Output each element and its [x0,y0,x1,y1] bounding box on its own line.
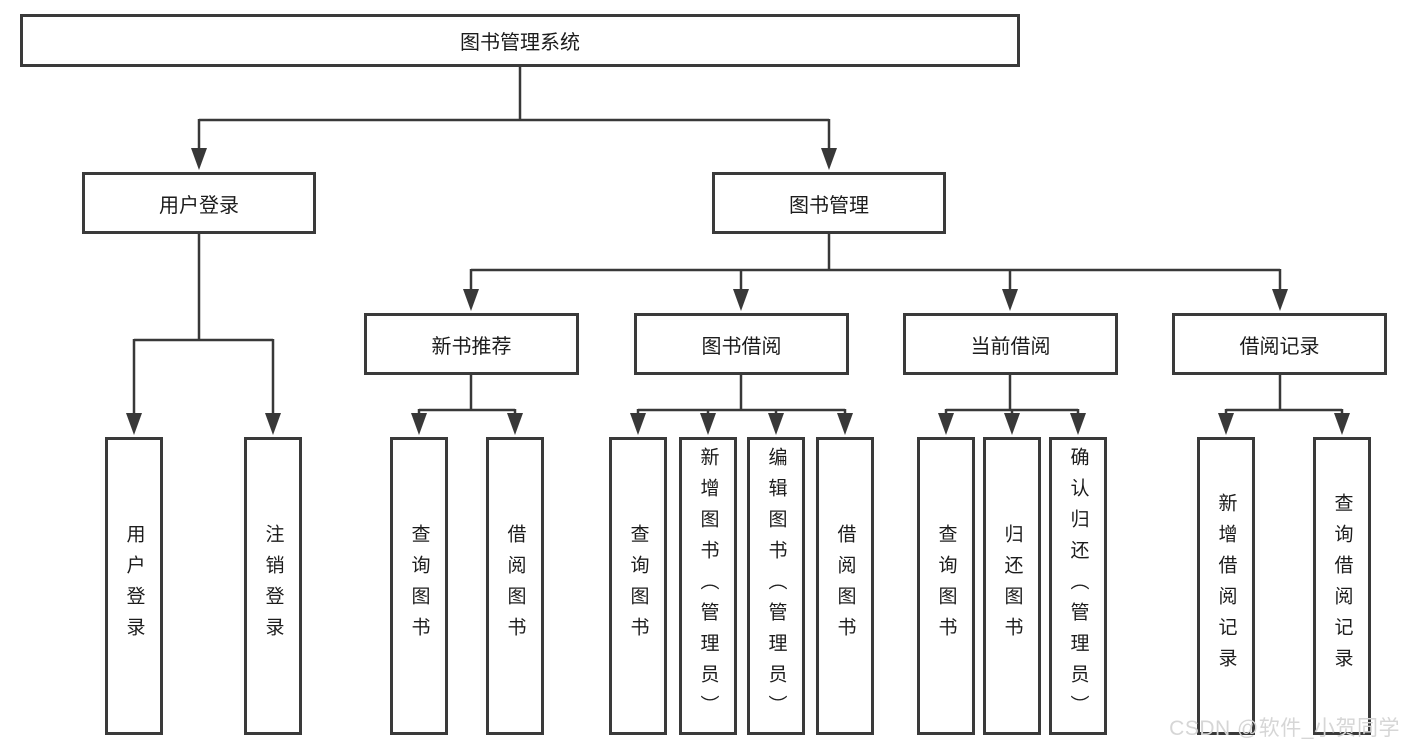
leaf-return-book: 归还图书 [983,437,1041,735]
node-label: 借阅图书 [504,524,526,648]
node-label: 确认归还（管理员） [1067,446,1089,726]
arrowheads [126,148,1350,435]
node-label: 新书推荐 [431,335,512,358]
node-label: 用户登录 [123,524,145,648]
node-label: 归还图书 [1001,524,1023,648]
csdn-watermark: CSDN @软件_小贺同学 [1169,717,1400,740]
node-new-book-recommend: 新书推荐 [364,313,579,375]
node-label: 查询图书 [935,524,957,648]
node-label: 借阅记录 [1239,335,1320,358]
leaf-user-login: 用户登录 [105,437,163,735]
node-label: 图书管理 [789,194,869,217]
leaf-confirm-return-admin: 确认归还（管理员） [1049,437,1107,735]
leaf-borrow-books-recommend: 借阅图书 [486,437,544,735]
node-label: 编辑图书（管理员） [765,446,787,726]
leaf-query-borrow-record: 查询借阅记录 [1313,437,1371,735]
leaf-borrow-books: 借阅图书 [816,437,874,735]
node-label: 注销登录 [262,524,284,648]
node-label: 图书管理系统 [460,32,580,54]
leaf-logout: 注销登录 [244,437,302,735]
node-book-management-branch: 图书管理 [712,172,946,234]
leaf-query-books-borrow: 查询图书 [609,437,667,735]
leaf-edit-book-admin: 编辑图书（管理员） [747,437,805,735]
node-label: 新增借阅记录 [1215,493,1237,679]
node-label: 借阅图书 [834,524,856,648]
leaf-query-books-current: 查询图书 [917,437,975,735]
node-label: 图书借阅 [701,335,782,358]
node-label: 查询借阅记录 [1331,493,1353,679]
node-current-borrow: 当前借阅 [903,313,1118,375]
leaf-query-books-recommend: 查询图书 [390,437,448,735]
node-label: 查询图书 [627,524,649,648]
leaf-add-borrow-record: 新增借阅记录 [1197,437,1255,735]
node-label: 用户登录 [159,194,239,217]
node-book-borrow: 图书借阅 [634,313,849,375]
node-label: 新增图书（管理员） [697,446,719,726]
node-label: 查询图书 [408,524,430,648]
node-root-system: 图书管理系统 [20,14,1020,67]
node-borrow-records: 借阅记录 [1172,313,1387,375]
node-user-login-branch: 用户登录 [82,172,316,234]
leaf-add-book-admin: 新增图书（管理员） [679,437,737,735]
node-label: 当前借阅 [970,335,1051,358]
